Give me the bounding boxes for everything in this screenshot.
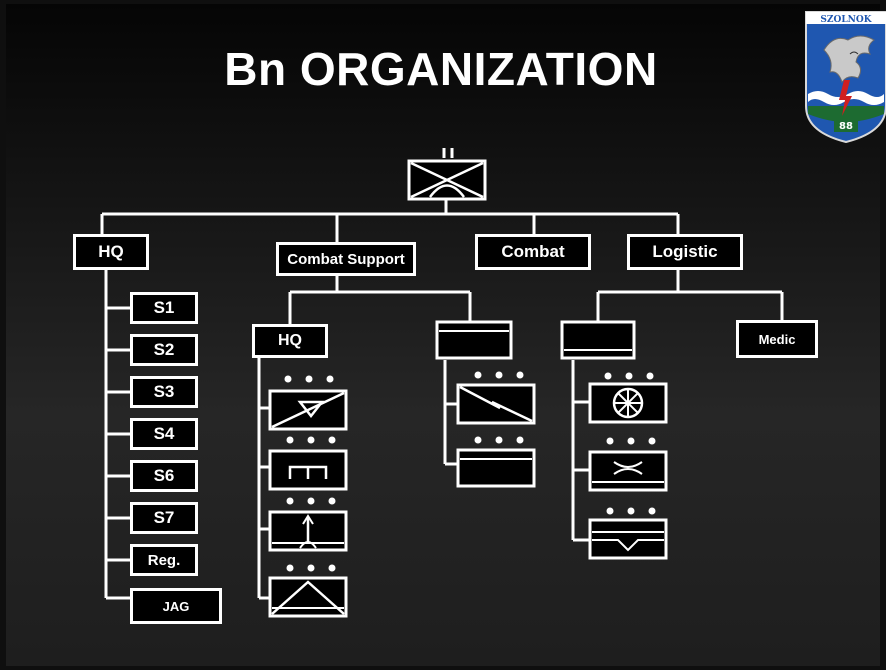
combat-support-branch-box: Combat Support [276,242,416,276]
staff-section-label: S7 [153,508,175,527]
combat-support-hq-label: HQ [278,332,302,349]
combat-support-hq-box: HQ [252,324,328,358]
battalion-symbol-icon [407,148,487,201]
combat-branch-box: Combat [475,234,591,270]
field-kitchen-platoon-icon [588,507,668,560]
signal-platoon-icon [456,371,536,425]
staff-section-box: S3 [130,376,198,408]
staff-section-label: Reg. [147,551,181,569]
staff-section-box: JAG [130,588,222,624]
staff-section-box: S6 [130,460,198,492]
staff-section-box: S1 [130,292,198,324]
slide-title: Bn ORGANIZATION [224,43,658,95]
staff-section-label: JAG [162,598,190,614]
platoon-dots-icon [606,437,656,445]
air-defense-platoon-icon [268,497,348,552]
platoon-dots-icon [606,507,656,515]
platoon-dots-icon [474,436,524,444]
staff-section-box: S4 [130,418,198,450]
medic-box: Medic [736,320,818,358]
supply-company-box [560,320,636,360]
staff-section-box: Reg. [130,544,198,576]
combat-branch-label: Combat [501,242,565,261]
connector-lines [100,200,784,600]
platoon-dots-icon [286,436,336,444]
maintenance-platoon-icon [456,436,536,488]
staff-section-label: S4 [153,424,175,443]
staff-section-box: S2 [130,334,198,366]
staff-section-label: S1 [153,298,175,317]
hq-branch-label: HQ [98,242,124,261]
slide-background: Bn ORGANIZATION [6,4,886,666]
transport-platoon-icon [588,372,668,424]
platoon-dots-icon [286,564,336,572]
staff-section-label: S2 [153,340,175,359]
szolnok-emblem-logo: SZOLNOK 88 [805,11,886,144]
platoon-dots-icon [604,372,654,380]
emblem-number: 88 [839,121,853,132]
logistic-branch-label: Logistic [652,242,718,261]
signal-company-box [435,320,513,360]
recon-platoon-icon [268,375,348,431]
staff-section-box: S7 [130,502,198,534]
staff-section-label: S6 [153,466,175,485]
hq-branch-box: HQ [73,234,149,270]
medic-label: Medic [758,331,796,347]
platoon-dots-icon [284,375,334,383]
logistic-branch-box: Logistic [627,234,743,270]
engineer-platoon-icon [268,436,348,491]
platoon-dots-icon [286,497,336,505]
staff-section-label: S3 [153,382,175,401]
supply-platoon-icon [588,437,668,492]
antitank-platoon-icon [268,564,348,618]
org-chart [100,148,784,618]
combat-support-branch-label: Combat Support [287,250,405,268]
emblem-top-text: SZOLNOK [820,15,872,25]
platoon-dots-icon [474,371,524,379]
